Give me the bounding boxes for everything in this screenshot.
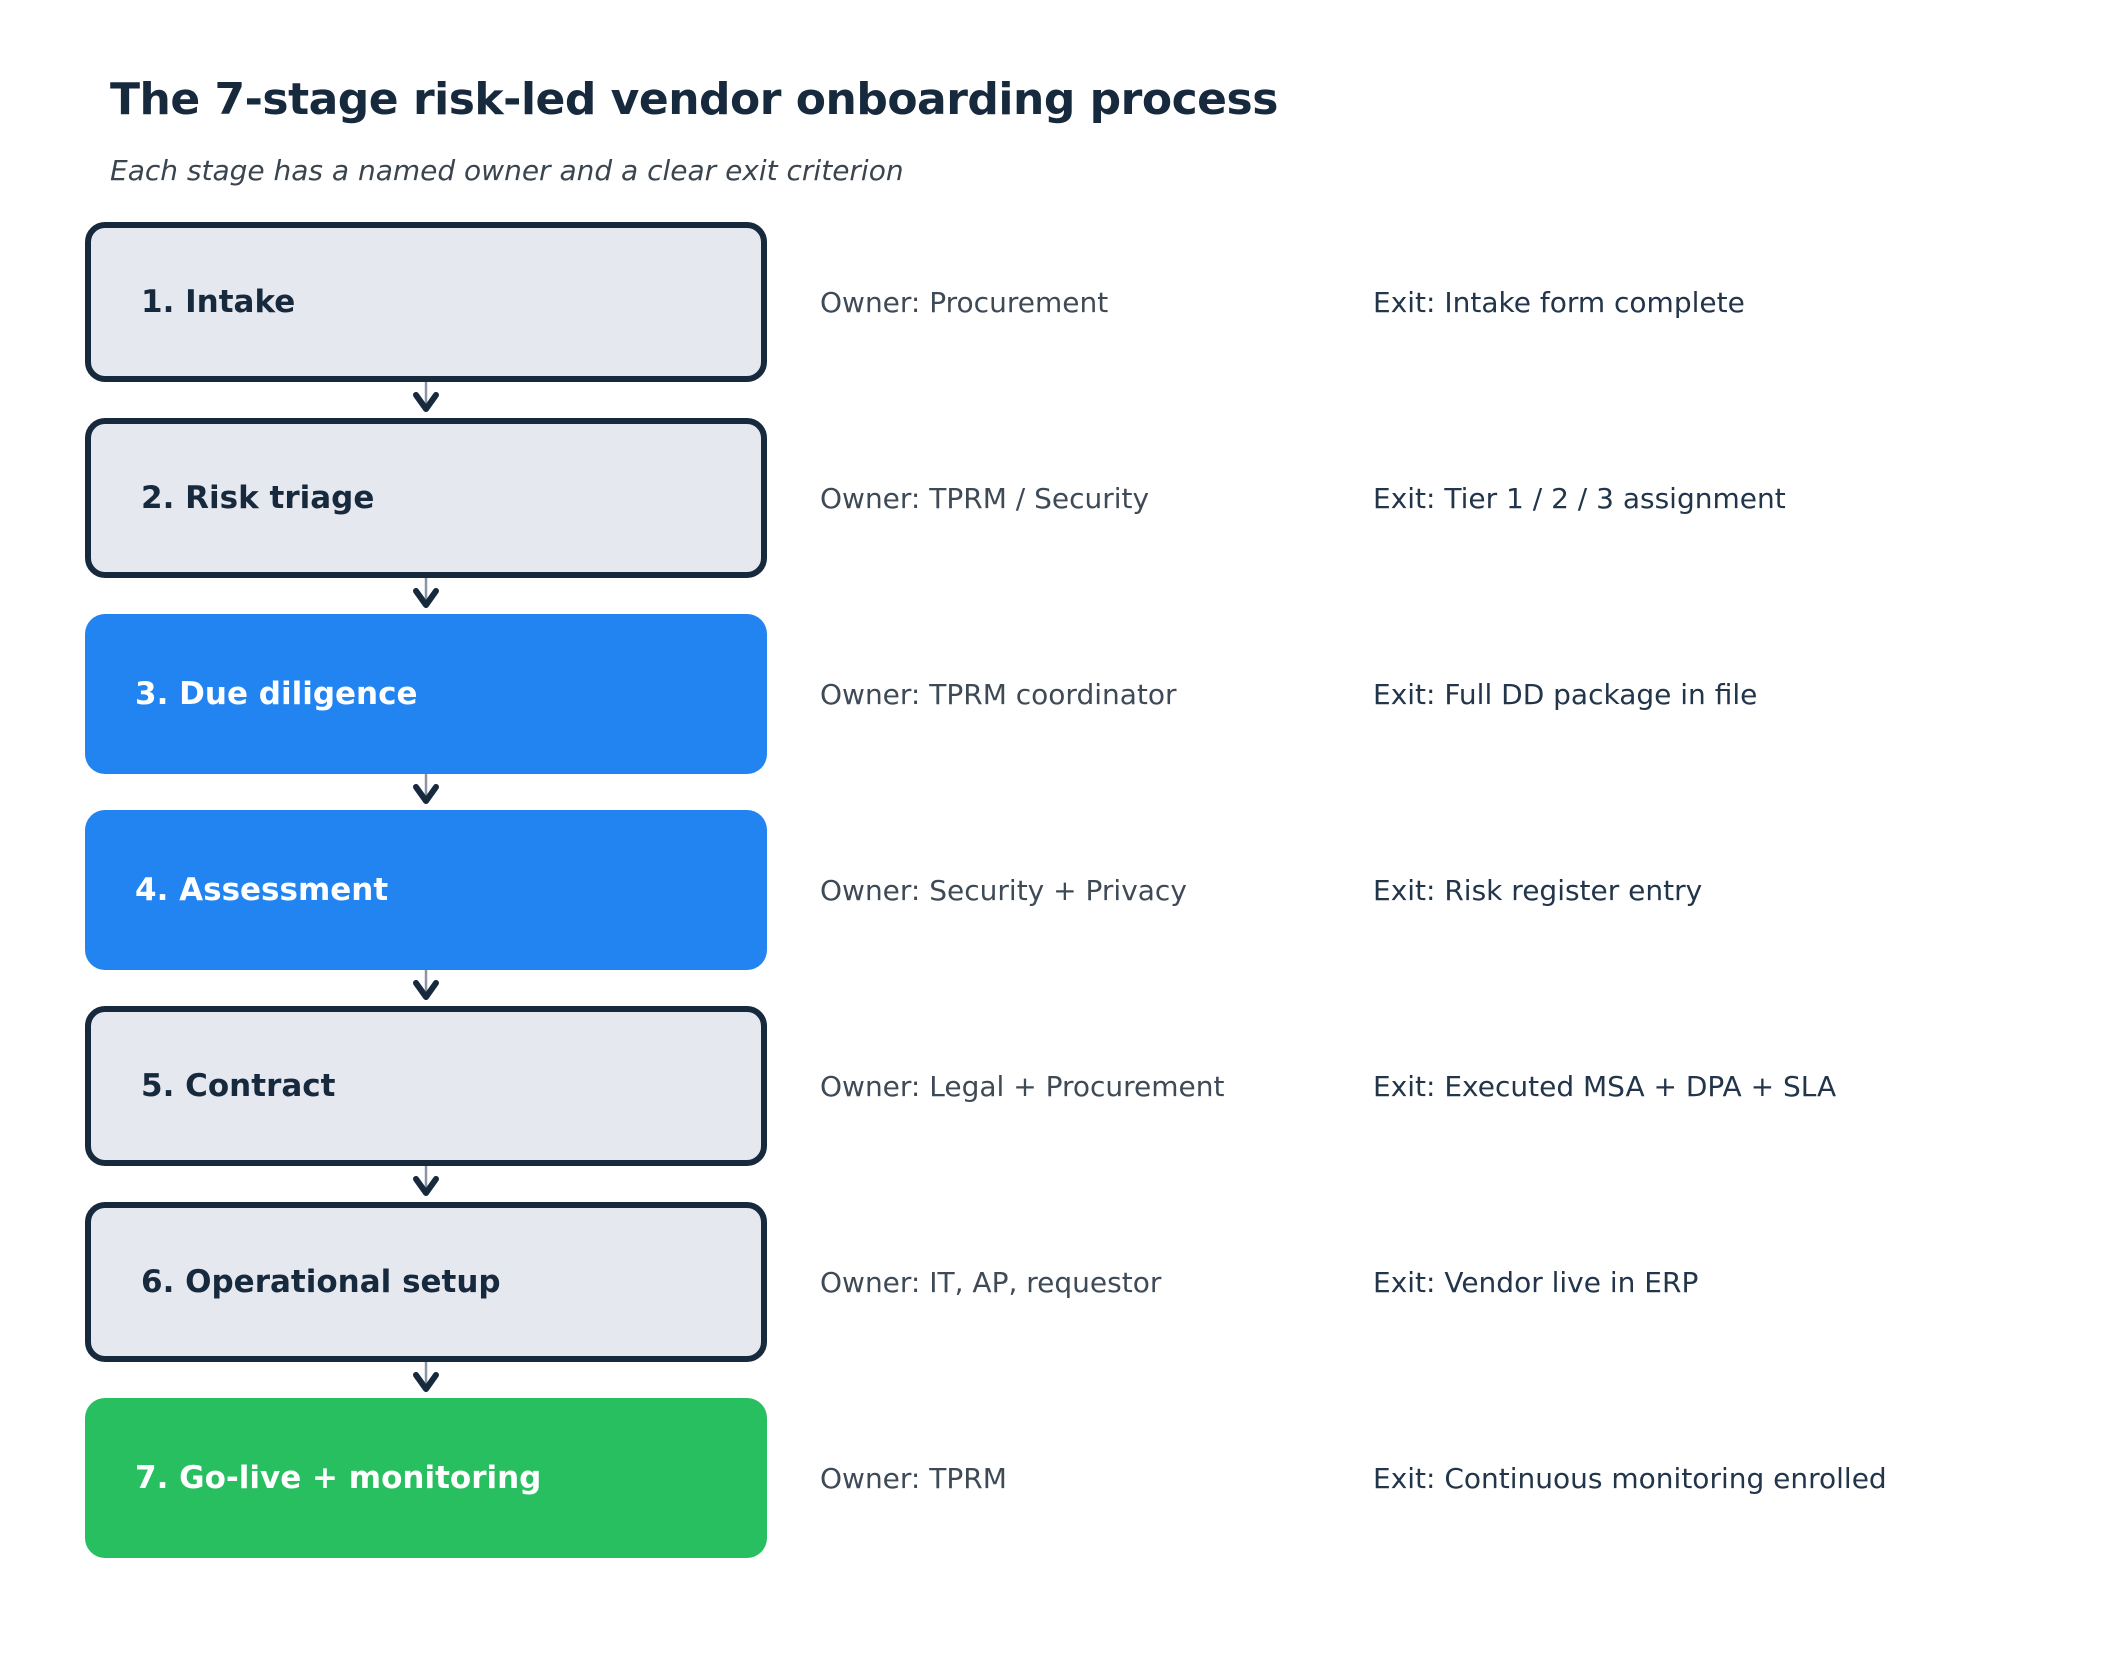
stage-label: 7. Go-live + monitoring — [135, 1460, 542, 1496]
stage-row: 2. Risk triage — [85, 418, 767, 608]
stage-label: 3. Due diligence — [135, 676, 418, 712]
flow-arrow-icon — [413, 1362, 439, 1392]
stage-row: 7. Go-live + monitoring — [85, 1398, 767, 1558]
owner-row: Owner: TPRM — [820, 1398, 1360, 1558]
exit-row: Exit: Vendor live in ERP — [1373, 1202, 2093, 1398]
exit-label: Exit: Continuous monitoring enrolled — [1373, 1461, 1887, 1495]
flow-arrow-icon — [413, 578, 439, 608]
stage-box-4: 4. Assessment — [85, 810, 767, 970]
exit-row: Exit: Tier 1 / 2 / 3 assignment — [1373, 418, 2093, 614]
exit-label: Exit: Full DD package in file — [1373, 677, 1758, 711]
stage-row: 3. Due diligence — [85, 614, 767, 804]
owner-row: Owner: IT, AP, requestor — [820, 1202, 1360, 1398]
owner-row: Owner: TPRM coordinator — [820, 614, 1360, 810]
exit-row: Exit: Continuous monitoring enrolled — [1373, 1398, 2093, 1558]
stage-box-5: 5. Contract — [85, 1006, 767, 1166]
stage-box-6: 6. Operational setup — [85, 1202, 767, 1362]
page-title: The 7-stage risk-led vendor onboarding p… — [110, 74, 1278, 125]
owner-label: Owner: TPRM — [820, 1461, 1007, 1495]
stage-box-1: 1. Intake — [85, 222, 767, 382]
stage-label: 6. Operational setup — [141, 1264, 501, 1300]
stage-row: 4. Assessment — [85, 810, 767, 1000]
exit-row: Exit: Executed MSA + DPA + SLA — [1373, 1006, 2093, 1202]
stage-label: 5. Contract — [141, 1068, 336, 1104]
exit-label: Exit: Executed MSA + DPA + SLA — [1373, 1069, 1837, 1103]
exit-row: Exit: Full DD package in file — [1373, 614, 2093, 810]
stage-label: 2. Risk triage — [141, 480, 375, 516]
exit-label: Exit: Tier 1 / 2 / 3 assignment — [1373, 481, 1786, 515]
stage-row: 1. Intake — [85, 222, 767, 412]
owner-label: Owner: TPRM coordinator — [820, 677, 1177, 711]
stage-box-7: 7. Go-live + monitoring — [85, 1398, 767, 1558]
owner-row: Owner: Procurement — [820, 222, 1360, 418]
exit-label: Exit: Risk register entry — [1373, 873, 1703, 907]
owner-label: Owner: IT, AP, requestor — [820, 1265, 1162, 1299]
owner-label: Owner: Procurement — [820, 285, 1109, 319]
stage-row: 6. Operational setup — [85, 1202, 767, 1392]
page-subtitle: Each stage has a named owner and a clear… — [110, 154, 904, 187]
stage-label: 1. Intake — [141, 284, 296, 320]
exit-row: Exit: Intake form complete — [1373, 222, 2093, 418]
stage-label: 4. Assessment — [135, 872, 389, 908]
exit-label: Exit: Vendor live in ERP — [1373, 1265, 1699, 1299]
flow-arrow-icon — [413, 1166, 439, 1196]
stage-box-3: 3. Due diligence — [85, 614, 767, 774]
stage-box-2: 2. Risk triage — [85, 418, 767, 578]
owner-label: Owner: Legal + Procurement — [820, 1069, 1225, 1103]
stages-column: 1. Intake 2. Risk triage 3. Due diligenc… — [85, 222, 767, 1558]
owner-row: Owner: Legal + Procurement — [820, 1006, 1360, 1202]
stage-row: 5. Contract — [85, 1006, 767, 1196]
owner-row: Owner: TPRM / Security — [820, 418, 1360, 614]
owner-label: Owner: Security + Privacy — [820, 873, 1187, 907]
flow-arrow-icon — [413, 970, 439, 1000]
owner-label: Owner: TPRM / Security — [820, 481, 1150, 515]
flow-arrow-icon — [413, 774, 439, 804]
owner-column: Owner: Procurement Owner: TPRM / Securit… — [820, 222, 1360, 1558]
owner-row: Owner: Security + Privacy — [820, 810, 1360, 1006]
exit-row: Exit: Risk register entry — [1373, 810, 2093, 1006]
exit-column: Exit: Intake form complete Exit: Tier 1 … — [1373, 222, 2093, 1558]
exit-label: Exit: Intake form complete — [1373, 285, 1745, 319]
flow-arrow-icon — [413, 382, 439, 412]
